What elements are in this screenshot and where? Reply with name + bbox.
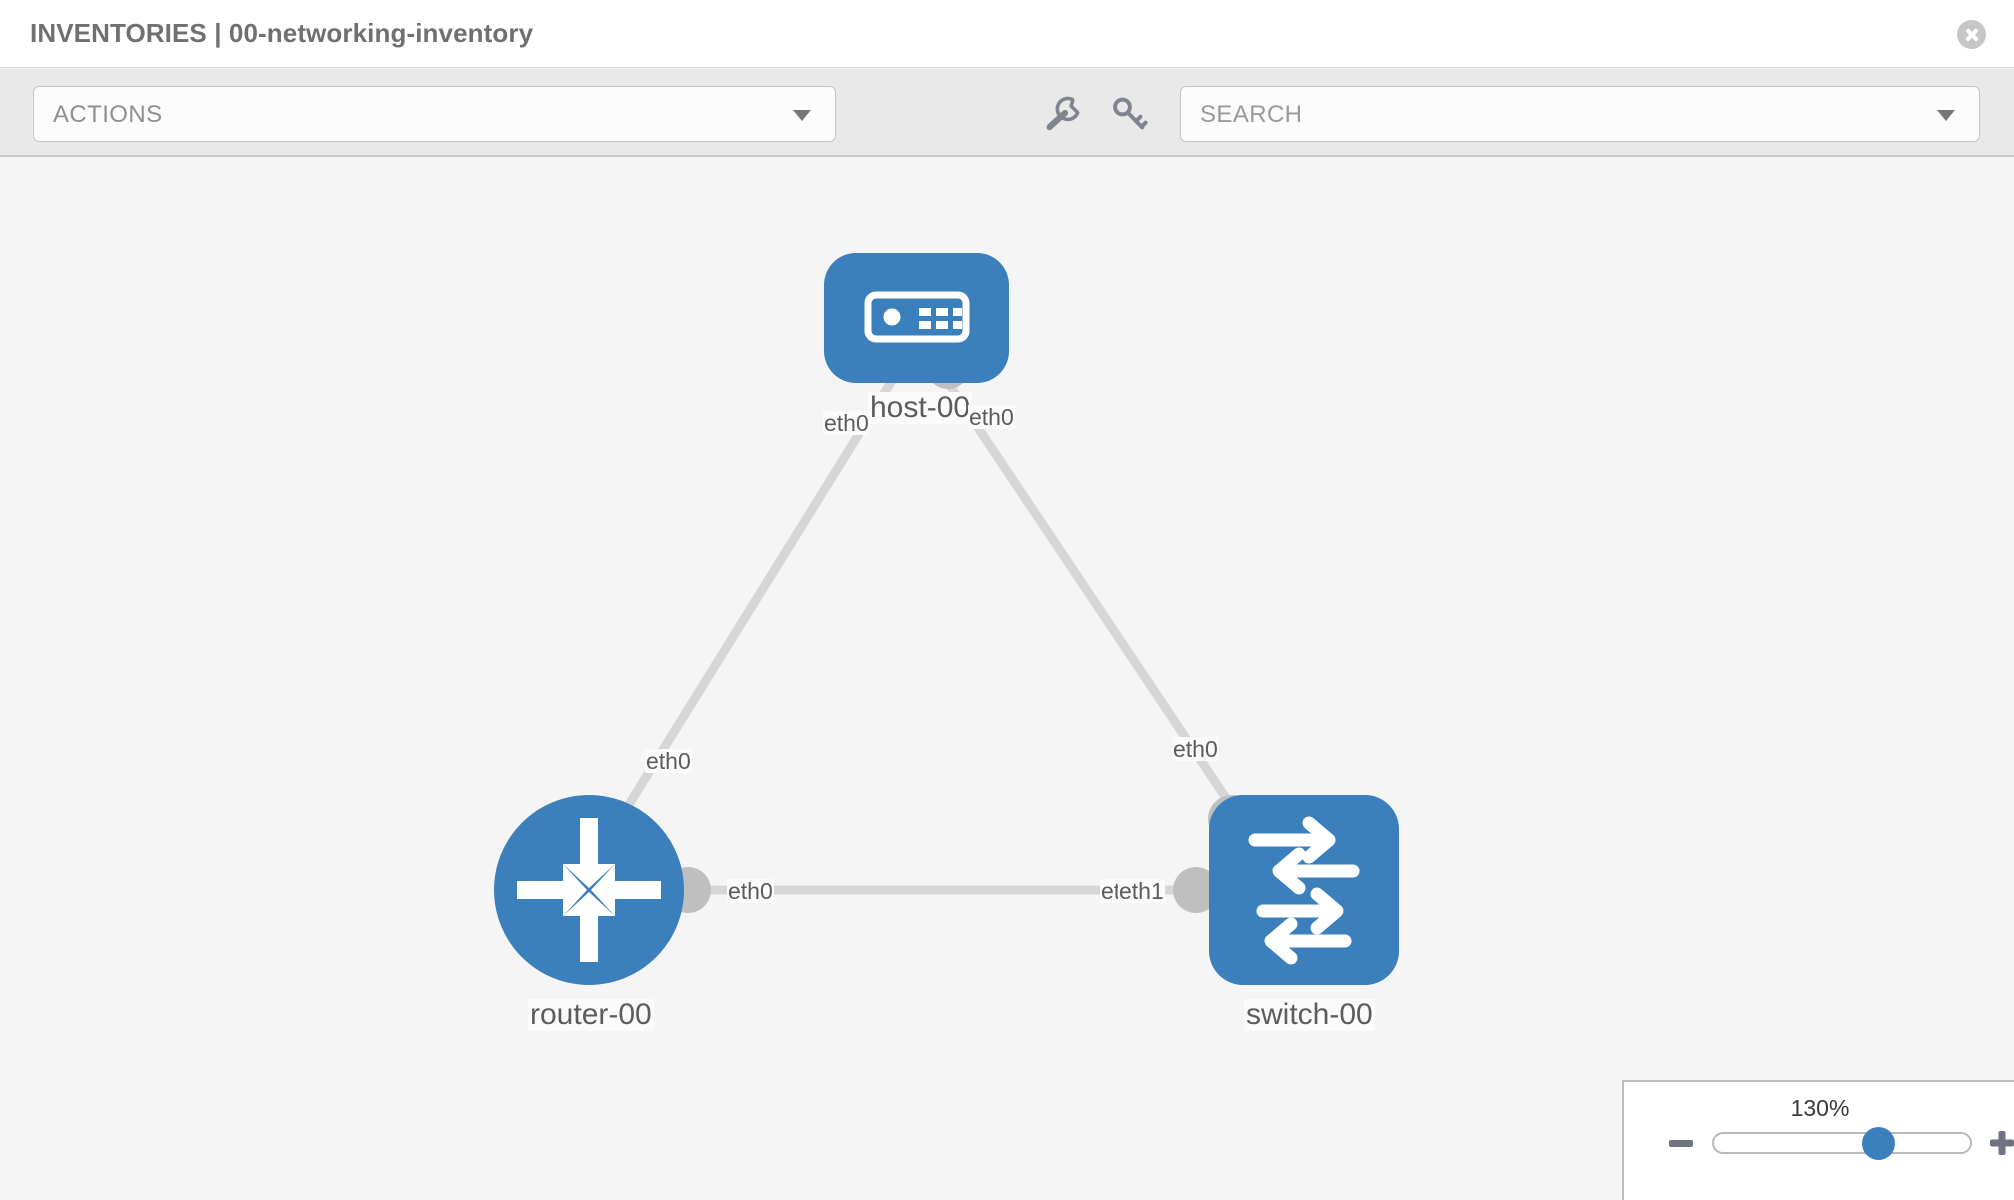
zoom-percent-label: 130%: [1790, 1095, 1850, 1121]
wrench-icon[interactable]: [1042, 93, 1084, 135]
edge-host-router: [616, 368, 902, 822]
server-icon: [864, 291, 970, 343]
chevron-down-icon[interactable]: [1937, 110, 1955, 121]
node-label-switch-00: switch-00: [1244, 998, 1375, 1031]
minus-icon[interactable]: [1669, 1140, 1693, 1147]
edge-label-switch-host-interface: eth0: [1172, 736, 1219, 762]
edge-label-router-switch-interface: eth0: [727, 878, 774, 904]
edge-label-host-switch-interface: eth0: [968, 404, 1015, 430]
key-icon[interactable]: [1108, 93, 1150, 135]
zoom-control-panel: 130%: [1622, 1080, 2014, 1200]
toolbar: ACTIONS SEARCH: [0, 69, 2014, 157]
close-icon[interactable]: [1957, 20, 1986, 49]
topology-graph: [494, 253, 1399, 985]
plus-icon[interactable]: [1989, 1130, 2014, 1156]
switch-arrows-icon: [1248, 816, 1360, 965]
edge-label-router-host-interface: eth0: [645, 748, 692, 774]
node-host-00: [824, 253, 1009, 383]
chevron-down-icon: [793, 110, 811, 121]
zoom-slider-thumb[interactable]: [1862, 1127, 1895, 1160]
topology-canvas[interactable]: eth0 host-00 eth0 eth0 eth0 eth0 eth eth…: [0, 159, 2014, 1200]
titlebar: INVENTORIES | 00-networking-inventory: [0, 0, 2014, 68]
edge-label-switch-router-interface: eth1: [1118, 878, 1165, 904]
node-label-router-00: router-00: [528, 998, 654, 1031]
actions-dropdown-label: ACTIONS: [53, 101, 163, 128]
zoom-slider[interactable]: [1712, 1127, 1972, 1160]
edge-label-host-router-interface: eth0: [823, 410, 870, 436]
node-label-host-00: host-00: [868, 391, 973, 424]
node-router-00: [494, 795, 684, 985]
node-switch-00: [1209, 795, 1399, 985]
connector-switch-router: [1173, 867, 1219, 913]
actions-dropdown[interactable]: ACTIONS: [33, 86, 836, 142]
router-arrows-icon: [517, 818, 661, 962]
search-placeholder: SEARCH: [1200, 101, 1303, 128]
search-input[interactable]: SEARCH: [1180, 86, 1980, 142]
page-title: INVENTORIES | 00-networking-inventory: [30, 18, 534, 48]
